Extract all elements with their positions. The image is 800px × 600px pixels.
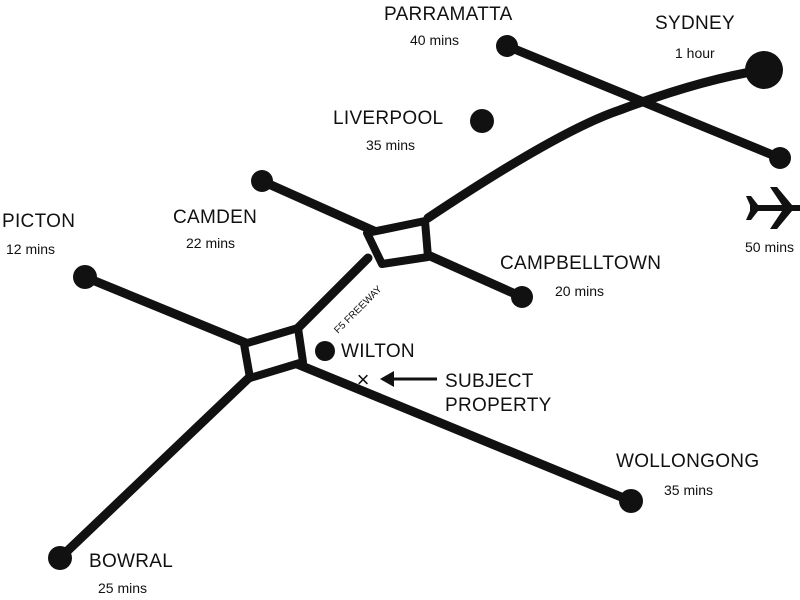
dot-bowral [48,546,72,570]
label-picton: PICTON [2,211,76,232]
road-picton-wollongong [80,272,636,506]
label-sydney: SYDNEY [655,13,735,34]
label-subject-property: SUBJECT PROPERTY [445,370,552,418]
label-camden: CAMDEN [173,207,258,228]
time-picton: 12 mins [6,241,56,257]
subject-line-1: SUBJECT [445,371,534,392]
airplane-icon [746,187,800,229]
dot-parramatta [496,35,518,57]
dot-airport [769,147,791,169]
dot-liverpool [470,109,494,133]
dot-picton [73,265,97,289]
time-campbelltown: 20 mins [555,283,605,299]
label-bowral: BOWRAL [89,551,174,572]
label-wollongong: WOLLONGONG [616,451,760,472]
subject-line-2: PROPERTY [445,394,552,416]
label-campbelltown: CAMPBELLTOWN [500,253,662,274]
road-f5-freeway [291,253,373,335]
time-airport: 50 mins [745,239,795,255]
time-camden: 22 mins [186,235,236,251]
dot-wilton [315,341,335,361]
label-parramatta: PARRAMATTA [384,4,513,25]
label-wilton: WILTON [341,341,415,362]
road-freeway-sydney [423,65,767,223]
interchange-campbelltown [363,217,432,268]
dot-camden [251,170,273,192]
time-parramatta: 40 mins [410,32,460,48]
label-liverpool: LIVERPOOL [333,108,444,129]
time-wollongong: 35 mins [664,482,714,498]
arrow-left-icon [380,371,437,387]
time-sydney: 1 hour [675,45,715,61]
time-liverpool: 35 mins [366,137,416,153]
subject-marker: × [357,367,370,392]
dot-campbelltown [511,286,533,308]
road-bowral [55,367,260,563]
interchange-wilton [240,324,307,382]
time-bowral: 25 mins [98,580,148,596]
dot-sydney [745,51,783,89]
dot-wollongong [619,489,643,513]
